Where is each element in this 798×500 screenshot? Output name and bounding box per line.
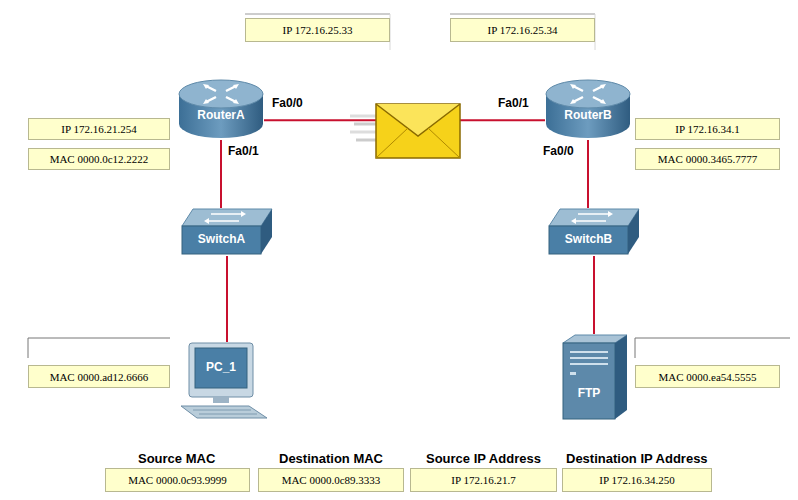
device-name: RouterA — [178, 108, 264, 122]
envelope-icon — [350, 96, 465, 162]
address-text: MAC 0000.ad12.6666 — [50, 371, 149, 383]
router-icon: RouterA — [178, 78, 264, 140]
device-name: SwitchA — [182, 232, 261, 246]
column-heading: Source IP Address — [426, 451, 541, 466]
pc-icon: PC_1 — [179, 342, 269, 420]
router-icon: RouterB — [545, 78, 631, 140]
address-text: IP 172.16.21.254 — [61, 123, 136, 135]
address-text: MAC 0000.0c89.3333 — [282, 474, 381, 486]
bracket-line — [635, 338, 790, 339]
server-icon: FTP — [562, 334, 628, 420]
address-box: MAC 0000.0c93.9999 — [105, 468, 250, 492]
address-text: MAC 0000.ea54.5555 — [658, 371, 756, 383]
bracket-line — [450, 14, 595, 15]
bracket-line — [635, 338, 636, 358]
interface-label: Fa0/1 — [498, 96, 529, 110]
address-text: IP 172.16.34.250 — [599, 474, 674, 486]
column-heading: Destination MAC — [279, 451, 383, 466]
address-box: MAC 0000.0c89.3333 — [258, 468, 404, 492]
address-box: MAC 0000.ea54.5555 — [635, 365, 780, 388]
interface-label: Fa0/0 — [543, 144, 574, 158]
address-box: MAC 0000.0c12.2222 — [28, 148, 170, 170]
address-box: IP 172.16.34.1 — [635, 118, 780, 140]
column-heading: Destination IP Address — [566, 451, 708, 466]
device-name: PC_1 — [195, 360, 247, 374]
address-text: IP 172.16.34.1 — [675, 123, 739, 135]
device-name: RouterB — [545, 108, 631, 122]
interface-label: Fa0/0 — [272, 96, 303, 110]
switch-icon: SwitchA — [181, 208, 273, 256]
device-name: SwitchB — [549, 232, 628, 246]
column-heading: Source MAC — [138, 451, 215, 466]
address-box: IP 172.16.25.33 — [245, 18, 390, 42]
bracket-line — [28, 338, 170, 339]
interface-label: Fa0/1 — [228, 144, 259, 158]
address-box: IP 172.16.21.7 — [410, 468, 557, 492]
address-text: IP 172.16.21.7 — [451, 474, 515, 486]
bracket-line — [28, 338, 29, 358]
address-text: MAC 0000.0c12.2222 — [50, 153, 149, 165]
address-text: IP 172.16.25.34 — [488, 24, 558, 36]
bracket-line — [245, 14, 390, 15]
device-name: FTP — [563, 386, 615, 400]
network-link — [226, 256, 228, 342]
network-link — [587, 140, 589, 208]
address-box: MAC 0000.ad12.6666 — [28, 365, 170, 388]
address-text: IP 172.16.25.33 — [283, 24, 353, 36]
address-box: IP 172.16.25.34 — [450, 18, 595, 42]
switch-icon: SwitchB — [548, 208, 640, 256]
address-box: MAC 0000.3465.7777 — [635, 148, 780, 170]
network-link — [220, 140, 222, 208]
network-link — [593, 256, 595, 334]
address-box: IP 172.16.21.254 — [28, 118, 170, 140]
address-text: MAC 0000.3465.7777 — [658, 153, 757, 165]
address-text: MAC 0000.0c93.9999 — [128, 474, 227, 486]
address-box: IP 172.16.34.250 — [562, 468, 712, 492]
